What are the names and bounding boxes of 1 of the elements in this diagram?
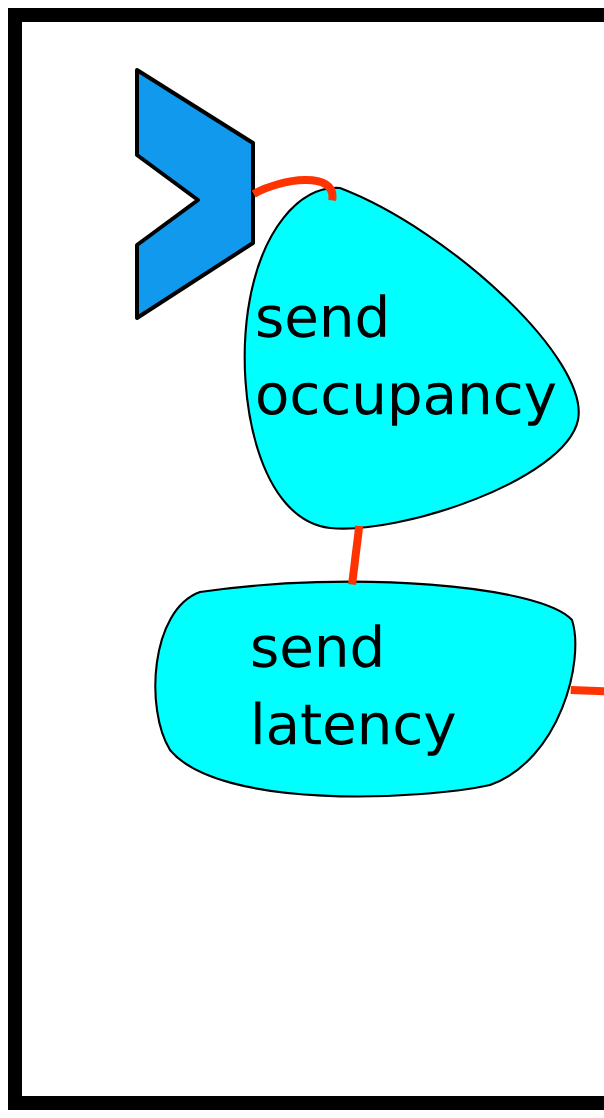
chevron-shape [135,68,255,320]
